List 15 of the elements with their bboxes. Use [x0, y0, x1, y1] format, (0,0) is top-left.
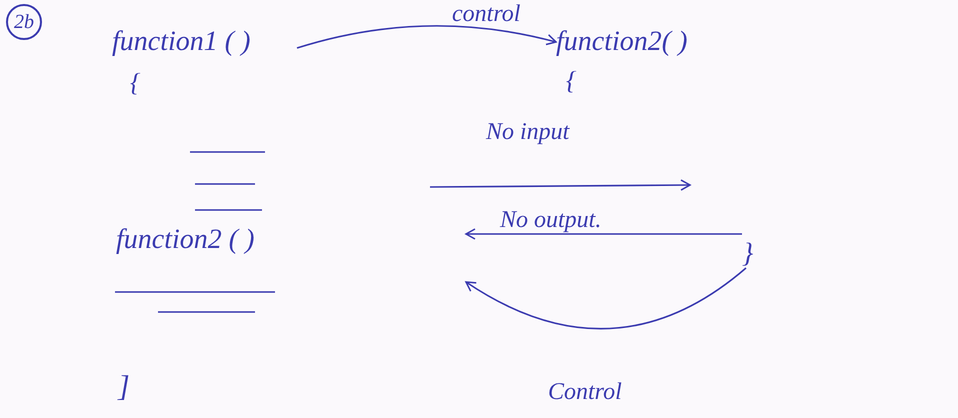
brace: { [566, 68, 576, 94]
arrow-label: No input [486, 120, 570, 144]
function-text: function2 ( ) [116, 226, 254, 254]
edge-label: No output. [500, 208, 602, 232]
function-text: } [742, 240, 754, 268]
edge-label: control [452, 2, 520, 26]
brace: { [130, 70, 140, 96]
question-number: 2b [6, 4, 42, 40]
brace: ] [118, 372, 130, 402]
function-text: function1 ( ) [112, 28, 250, 56]
edge-label: Control [548, 380, 622, 404]
arrow [296, 25, 557, 49]
function-text: function2( ) [556, 28, 688, 56]
arrow [465, 228, 742, 240]
arrow [465, 267, 746, 330]
